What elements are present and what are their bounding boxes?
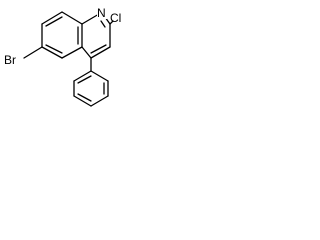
bond-c6-br xyxy=(23,46,43,59)
bond-ph-1 xyxy=(90,70,109,82)
bond-ph-6 xyxy=(73,70,92,82)
bond-c2-cl xyxy=(109,20,114,25)
bond-c3-c4 xyxy=(90,46,111,59)
bond-ph-4 xyxy=(73,95,92,107)
nitrogen-label: N xyxy=(97,6,106,20)
benzo-ring xyxy=(41,11,83,59)
bond-n1-c2-inner xyxy=(100,20,106,28)
pyridine-ring xyxy=(81,13,111,59)
bond-c8-c7-inner xyxy=(45,16,63,27)
nitrogen-knockout xyxy=(97,7,107,19)
bond-c3-c4-inner xyxy=(90,44,107,54)
bond-ph-4-inner xyxy=(77,93,92,102)
bond-c5-c4a xyxy=(61,46,83,59)
molecule-structure: N Cl Br xyxy=(4,6,121,107)
phenyl-ring xyxy=(73,70,109,107)
bond-c8a-c8 xyxy=(61,11,83,25)
bond-c4-c4a xyxy=(81,46,92,59)
chlorine-label: Cl xyxy=(110,11,121,25)
bond-c6-c5 xyxy=(41,46,63,59)
bond-c8a-n1 xyxy=(81,13,100,25)
bond-ph-6-inner xyxy=(77,75,92,84)
bromine-label: Br xyxy=(4,53,16,67)
bond-c6-c5-inner xyxy=(45,44,63,54)
bond-c8-c7 xyxy=(41,11,63,25)
bond-ph-3 xyxy=(90,95,109,107)
